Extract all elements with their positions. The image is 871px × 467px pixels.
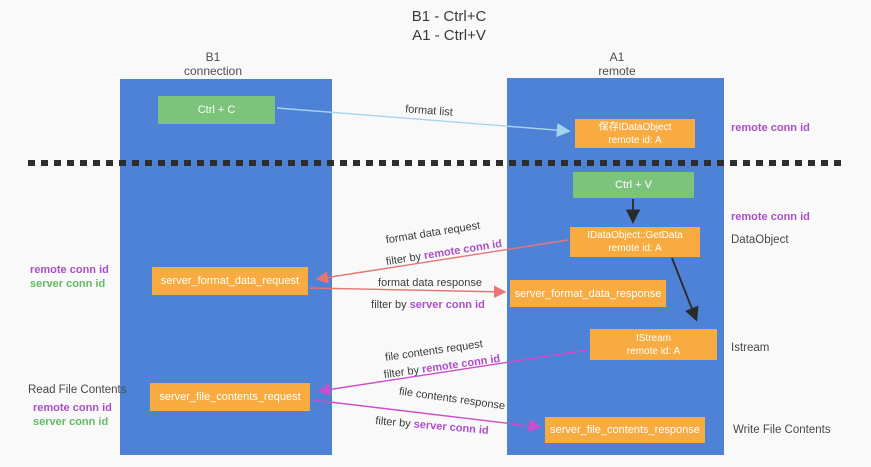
lifeline-a1-subtitle: remote — [598, 64, 636, 78]
server-conn-id-key: server conn id — [413, 418, 490, 437]
diagram-title: B1 - Ctrl+C A1 - Ctrl+V — [349, 7, 549, 45]
node-server-file-contents-request: server_file_contents_request — [150, 383, 310, 411]
node-ctrl-c-label: Ctrl + C — [197, 104, 236, 116]
format-data-response-label: format data response — [378, 277, 482, 289]
format-list-label: format list — [404, 103, 454, 119]
node-istream: IStream remote id: A — [590, 329, 717, 360]
annotation-remote-conn-id-top-left: remote conn id — [30, 264, 109, 276]
node-server-format-data-request-label: server_format_data_request — [160, 275, 300, 287]
node-server-format-data-request: server_format_data_request — [152, 267, 308, 295]
node-server-file-contents-request-label: server_file_contents_request — [159, 391, 301, 403]
annotation-read-file-contents: Read File Contents — [28, 384, 127, 396]
node-server-file-contents-response-label: server_file_contents_response — [550, 424, 700, 436]
phase-separator-dashed-line — [28, 160, 846, 166]
node-idataobject-getdata-line2: remote id: A — [608, 243, 662, 254]
node-ctrl-v-label: Ctrl + V — [615, 179, 652, 191]
node-save-idataobject-line2: remote id: A — [608, 134, 662, 146]
node-ctrl-v: Ctrl + V — [573, 172, 694, 198]
annotation-server-conn-id-top-left: server conn id — [30, 278, 106, 290]
annotation-remote-conn-id-bottom-left: remote conn id — [33, 402, 112, 414]
remote-conn-id-key: remote conn id — [423, 237, 503, 263]
server-conn-id-key: server conn id — [409, 299, 485, 311]
lifeline-header-b1: B1 connection — [153, 50, 273, 78]
filter-by-text: filter by — [371, 299, 410, 311]
annotation-dataobject: DataObject — [731, 234, 789, 246]
node-ctrl-c: Ctrl + C — [158, 96, 275, 124]
node-server-format-data-response-label: server_format_data_response — [514, 287, 662, 300]
file-contents-response-filter-label: filter by server conn id — [375, 415, 489, 437]
node-istream-line1: IStream — [635, 332, 671, 344]
diagram-title-line2: A1 - Ctrl+V — [412, 27, 486, 44]
annotation-write-file-contents: Write File Contents — [733, 424, 831, 436]
node-server-file-contents-response: server_file_contents_response — [545, 417, 705, 443]
format-data-response-filter-label: filter by server conn id — [371, 299, 485, 311]
lifeline-b1-name: B1 — [205, 50, 221, 64]
node-idataobject-getdata-line1: IDataObject::GetData — [587, 230, 683, 241]
filter-by-text: filter by — [385, 250, 426, 269]
annotation-remote-conn-id-mid-right: remote conn id — [731, 211, 810, 223]
node-idataobject-getdata: IDataObject::GetData remote id: A — [570, 227, 700, 257]
lifeline-a1-name: A1 — [609, 50, 625, 64]
lifeline-b1-subtitle: connection — [183, 64, 243, 78]
diagram-title-line1: B1 - Ctrl+C — [411, 8, 487, 25]
annotation-server-conn-id-bottom-left: server conn id — [33, 416, 109, 428]
annotation-istream: Istream — [731, 342, 770, 354]
node-save-idataobject-line1: 保存IDataObject — [598, 121, 672, 133]
lifeline-header-a1: A1 remote — [557, 50, 677, 78]
annotation-remote-conn-id-top-right: remote conn id — [731, 122, 810, 134]
node-save-idataobject: 保存IDataObject remote id: A — [575, 119, 695, 148]
filter-by-text: filter by — [383, 363, 423, 382]
node-istream-line2: remote id: A — [626, 345, 681, 357]
filter-by-text: filter by — [374, 415, 415, 431]
node-server-format-data-response: server_format_data_response — [510, 280, 666, 307]
file-contents-response-label: file contents response — [398, 385, 506, 413]
